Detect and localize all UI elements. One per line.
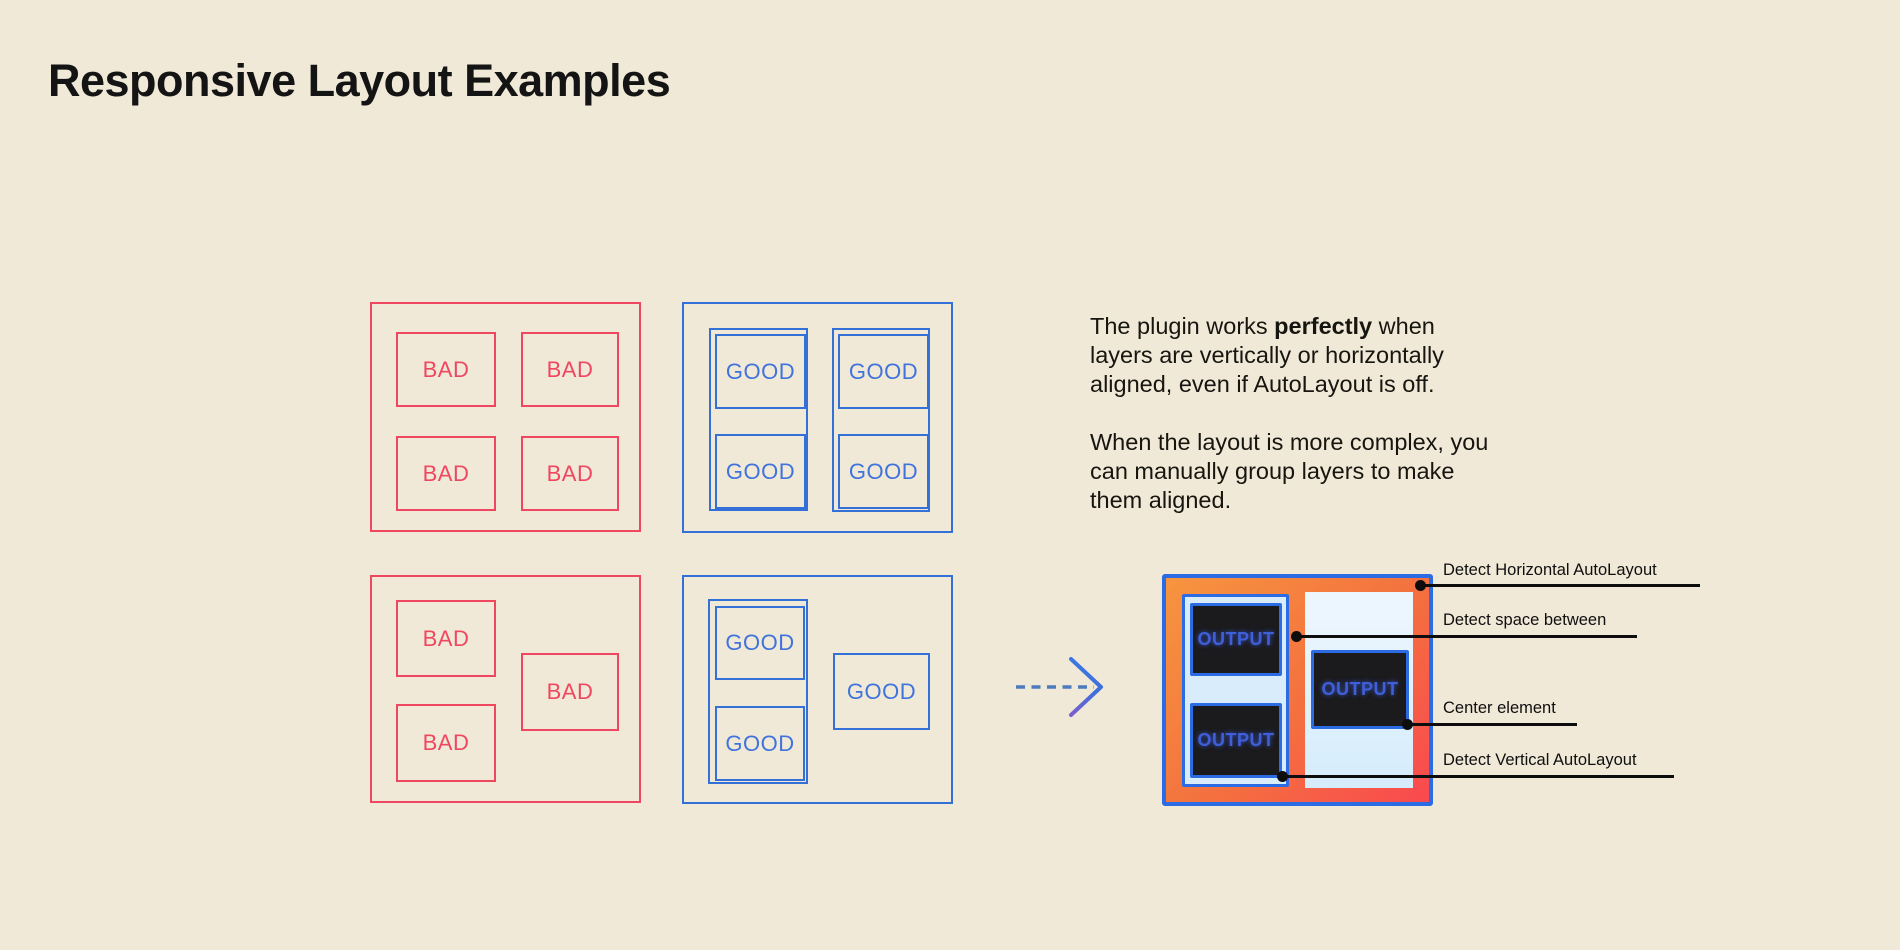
description-text: The plugin works perfectly when layers a…: [1090, 312, 1570, 515]
output-box: OUTPUT: [1190, 603, 1282, 676]
good-box: GOOD: [838, 434, 929, 509]
good-box-label: GOOD: [725, 730, 795, 756]
output-panel: OUTPUT OUTPUT OUTPUT: [1162, 574, 1433, 806]
annotation-label: Detect space between: [1443, 611, 1607, 629]
description-p1-bold: perfectly: [1274, 313, 1373, 339]
annotation-label: Center element: [1443, 699, 1556, 717]
good-box: GOOD: [833, 653, 930, 730]
output-column-right: OUTPUT: [1305, 592, 1413, 788]
output-box: OUTPUT: [1190, 703, 1282, 778]
annotation-line: [1282, 775, 1674, 778]
bad-box-label: BAD: [546, 679, 594, 704]
bad-box-label: BAD: [422, 730, 470, 755]
good-box: GOOD: [715, 334, 806, 409]
bad-box: BAD: [396, 332, 496, 407]
description-paragraph-1: The plugin works perfectly when layers a…: [1090, 312, 1570, 399]
bad-box: BAD: [521, 436, 619, 511]
page-title: Responsive Layout Examples: [48, 55, 671, 106]
bad-box-label: BAD: [546, 356, 594, 382]
annotation-line: [1420, 584, 1700, 587]
bad-box: BAD: [396, 600, 496, 677]
bad-box: BAD: [396, 436, 496, 511]
good-box: GOOD: [838, 334, 929, 409]
good-box-label: GOOD: [725, 458, 796, 484]
annotation-line: [1296, 635, 1637, 638]
output-box-label: OUTPUT: [1321, 679, 1399, 699]
bad-box-label: BAD: [422, 625, 470, 651]
good-box-label: GOOD: [725, 630, 795, 655]
output-group-vertical: OUTPUT OUTPUT: [1182, 594, 1289, 787]
bad-box-label: BAD: [546, 460, 594, 486]
description-p1-after: when layers are vertically or horizontal…: [1090, 313, 1444, 397]
arrow-right-icon: [1016, 657, 1103, 717]
output-box: OUTPUT: [1311, 650, 1409, 729]
good-box-label: GOOD: [846, 678, 917, 704]
bad-box-label: BAD: [422, 356, 470, 382]
bad-box: BAD: [396, 704, 496, 782]
bad-freeform-panel: BAD BAD BAD: [370, 575, 641, 803]
annotation-dot: [1415, 580, 1426, 591]
bad-box: BAD: [521, 653, 619, 731]
good-box-label: GOOD: [848, 358, 919, 384]
good-box: GOOD: [715, 606, 805, 680]
good-box: GOOD: [715, 434, 806, 509]
annotation-dot: [1291, 631, 1302, 642]
annotation-label: Detect Vertical AutoLayout: [1443, 751, 1637, 769]
bad-box: BAD: [521, 332, 619, 407]
annotation-label: Detect Horizontal AutoLayout: [1443, 561, 1657, 579]
output-box-label: OUTPUT: [1197, 629, 1275, 649]
good-box-label: GOOD: [725, 358, 796, 384]
good-group: GOOD GOOD: [708, 599, 808, 784]
bad-box-label: BAD: [422, 460, 470, 486]
good-group: GOOD GOOD: [709, 328, 808, 511]
output-box-label: OUTPUT: [1197, 730, 1275, 750]
annotation-dot: [1402, 719, 1413, 730]
description-paragraph-2: When the layout is more complex, you can…: [1090, 429, 1489, 513]
good-freeform-panel: GOOD GOOD GOOD: [682, 575, 953, 804]
good-box-label: GOOD: [848, 458, 919, 484]
good-group: GOOD GOOD: [832, 328, 930, 512]
annotation-line: [1407, 723, 1577, 726]
good-box: GOOD: [715, 706, 805, 781]
bad-grid-panel: BAD BAD BAD BAD: [370, 302, 641, 532]
good-grid-panel: GOOD GOOD GOOD GOOD: [682, 302, 953, 533]
annotation-dot: [1277, 771, 1288, 782]
description-p1-before: The plugin works: [1090, 313, 1275, 339]
